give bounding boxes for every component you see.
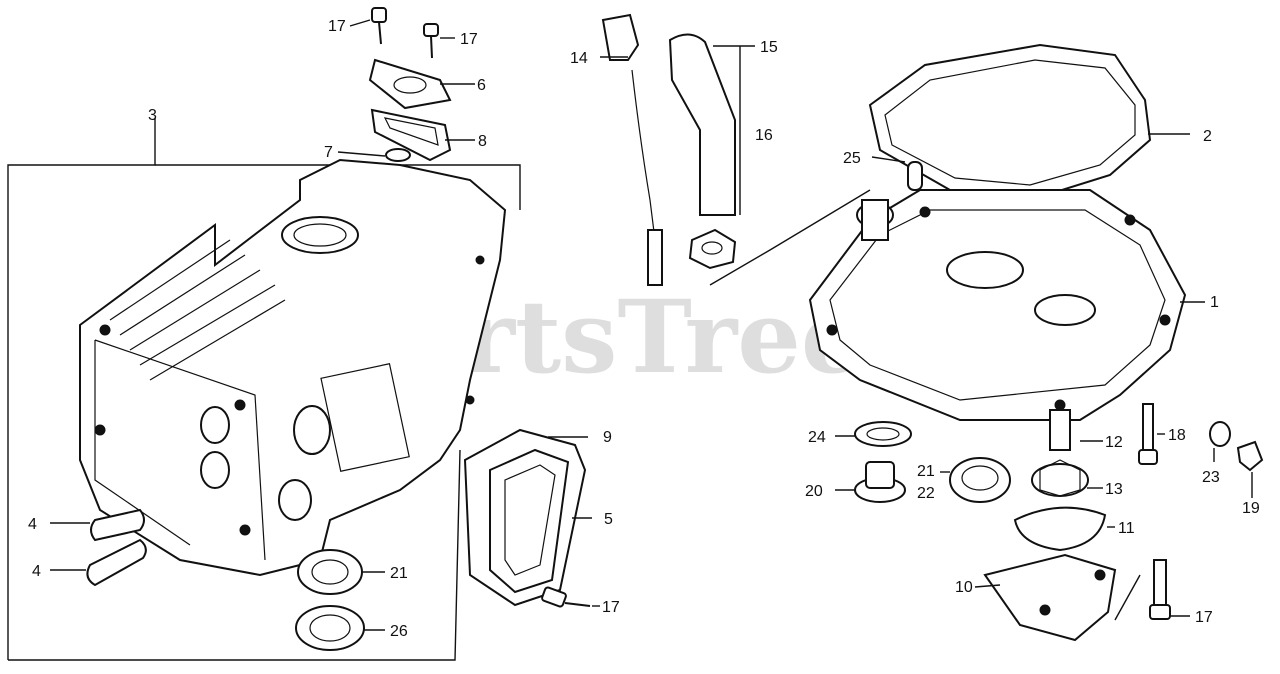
- callout-21b: 21: [917, 463, 935, 480]
- callout-12: 12: [1105, 434, 1123, 451]
- callout-20: 20: [805, 483, 823, 500]
- side-cover: [463, 428, 600, 608]
- bearings-left: [295, 549, 385, 651]
- callout-6: 6: [477, 77, 486, 94]
- callout-2: 2: [1203, 128, 1212, 145]
- callout-18: 18: [1168, 427, 1186, 444]
- callout-13: 13: [1105, 481, 1123, 498]
- callout-4b: 4: [32, 563, 41, 580]
- callout-10: 10: [955, 579, 973, 596]
- callout-11: 11: [1118, 520, 1135, 537]
- callout-5: 5: [604, 511, 613, 528]
- callout-21a: 21: [390, 565, 408, 582]
- callout-17d: 17: [1195, 609, 1213, 626]
- cylinder-block-group: [7, 118, 521, 661]
- dowel-pins: [50, 508, 147, 587]
- callout-1: 1: [1210, 294, 1219, 311]
- callout-4a: 4: [28, 516, 37, 533]
- callout-24: 24: [808, 429, 826, 446]
- callout-22: 22: [917, 485, 935, 502]
- oil-fill-parts: [600, 13, 871, 286]
- callout-9: 9: [603, 429, 612, 446]
- callout-23: 23: [1202, 469, 1220, 486]
- callout-19: 19: [1242, 500, 1260, 517]
- callout-17a: 17: [328, 18, 346, 35]
- callout-8: 8: [478, 133, 487, 150]
- callout-7: 7: [324, 144, 333, 161]
- top-gaskets: [337, 7, 475, 162]
- crankcase-cover: [808, 43, 1205, 421]
- callout-17b: 17: [460, 31, 478, 48]
- callout-26: 26: [390, 623, 408, 640]
- callout-3: 3: [148, 107, 157, 124]
- callout-14: 14: [570, 50, 588, 67]
- callout-25: 25: [843, 150, 861, 167]
- callout-labels: 1 2 3 4 4 5 6 7 8 9 10 11 12 13 14 15 16…: [28, 18, 1260, 640]
- right-small-parts: [835, 403, 1264, 503]
- callout-16: 16: [755, 127, 773, 144]
- governor-parts: [974, 409, 1190, 642]
- callout-17c: 17: [602, 599, 620, 616]
- callout-15: 15: [760, 39, 778, 56]
